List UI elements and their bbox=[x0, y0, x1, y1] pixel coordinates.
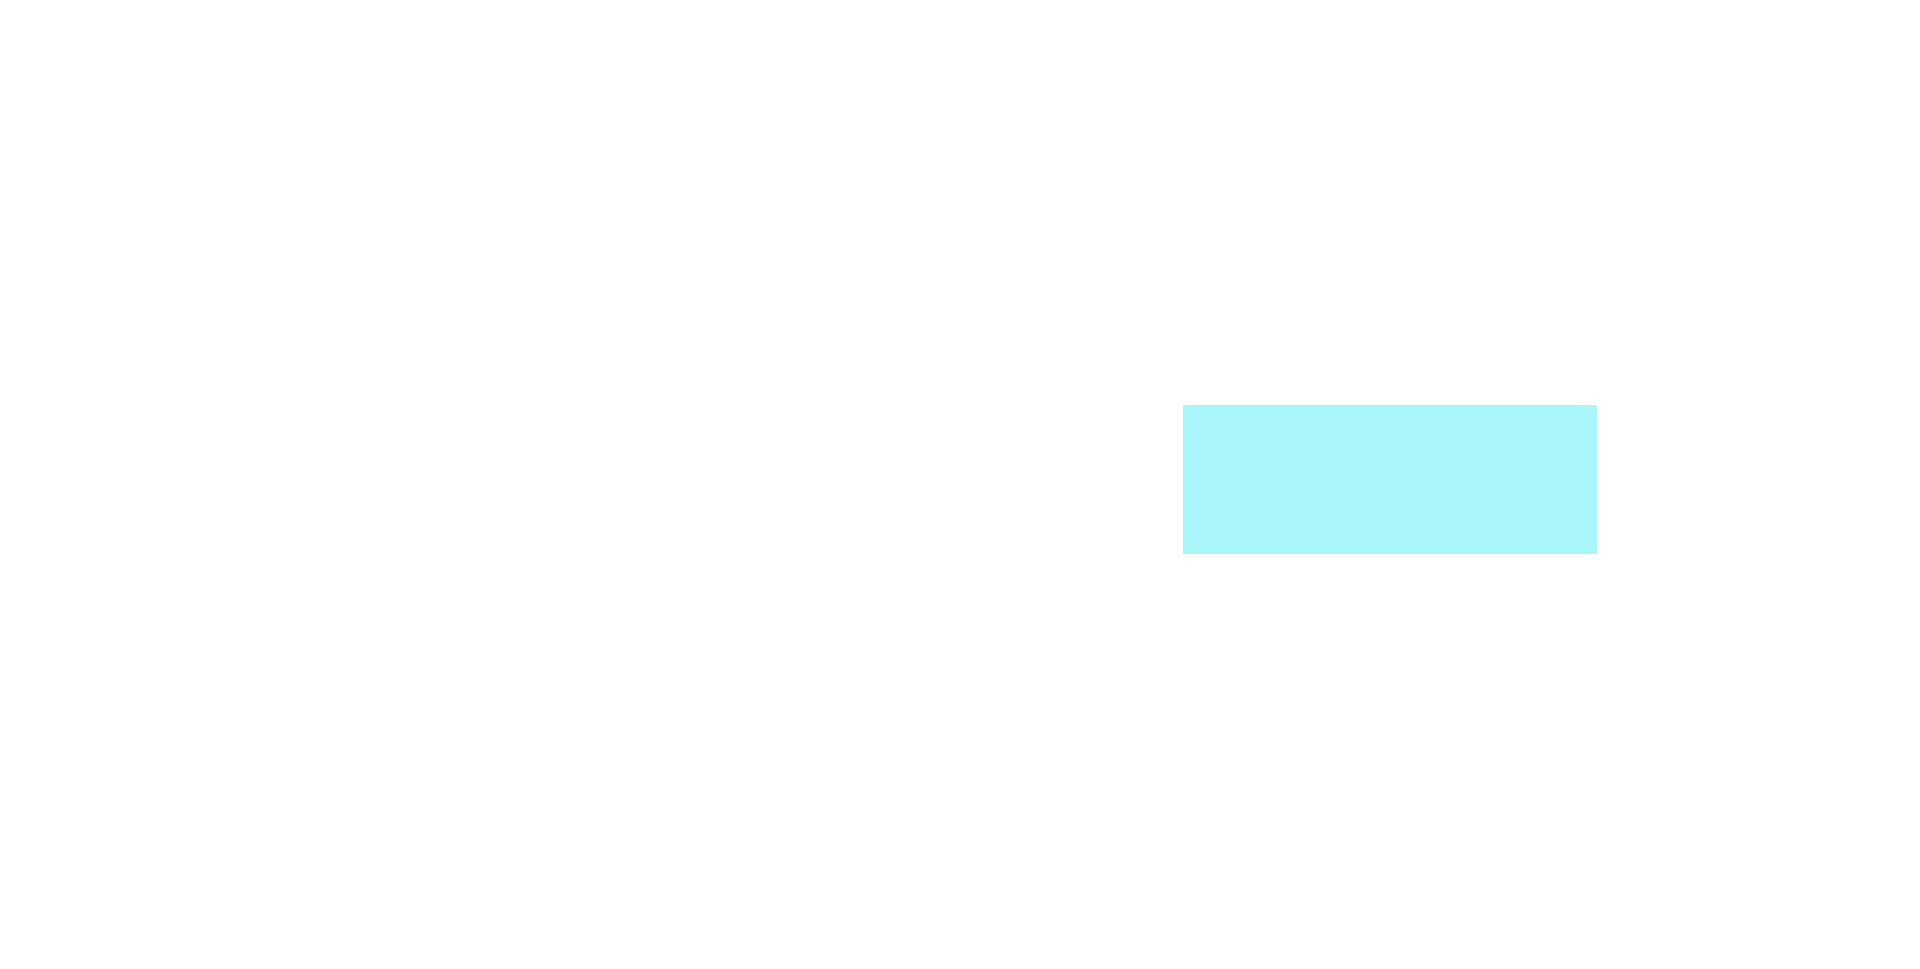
cyan-highlight-rectangle bbox=[1183, 405, 1597, 554]
